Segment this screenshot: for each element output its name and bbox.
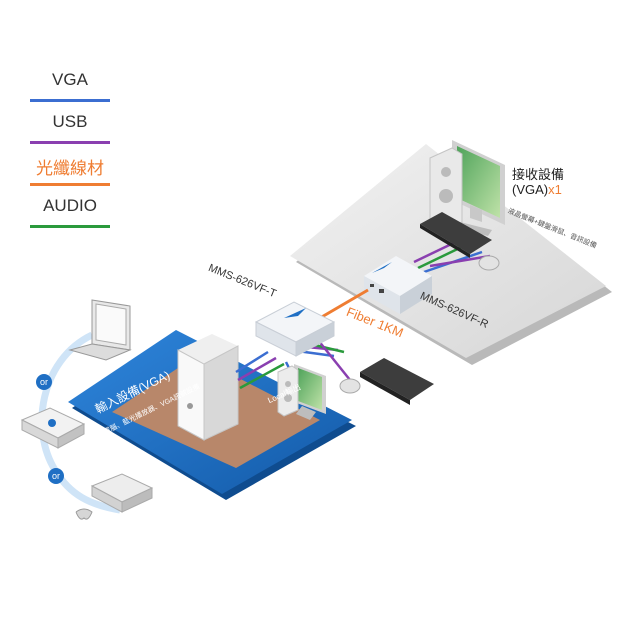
legend-item-vga: VGA [30,66,110,104]
bluray-player [20,407,86,449]
local-monitor [294,364,326,420]
legend-label-audio: AUDIO [43,196,97,215]
legend-item-fiber: 光纖線材 [30,150,110,188]
receiver-mouse [478,255,500,271]
legend-item-usb: USB [30,108,110,146]
receive-device-title-text: 接收設備 [512,167,565,182]
legend-line-usb [30,141,110,144]
or-badge-2: or [48,468,64,484]
local-keyboard [360,358,434,405]
tower-pc [177,334,239,441]
legend-label-vga: VGA [52,70,88,89]
device-loop-arc [38,331,121,514]
receiver-platform [290,144,612,365]
fiber-link-line [319,288,369,320]
legend-line-audio [30,225,110,228]
gamepad-icon [75,508,93,520]
legend-line-vga [30,99,110,102]
laptop [68,299,132,361]
receiver-keyboard [420,212,492,258]
receive-device-count-prefix: (VGA) [512,182,549,197]
receive-device-count-suffix: x1 [548,182,562,197]
receive-device-count: (VGA)x1 [512,182,562,197]
legend-item-audio: AUDIO [30,192,110,230]
or-badge-1: or [36,374,52,390]
legend-label-fiber: 光纖線材 [36,159,104,178]
local-mouse [339,378,361,394]
receiver-box [364,256,432,314]
receiver-speaker [429,147,463,233]
transmitter-box [254,301,336,357]
legend-line-fiber [30,183,110,186]
receiver-monitor [452,140,505,236]
game-console [90,473,154,513]
legend-label-usb: USB [52,112,88,131]
local-speaker [277,365,299,417]
